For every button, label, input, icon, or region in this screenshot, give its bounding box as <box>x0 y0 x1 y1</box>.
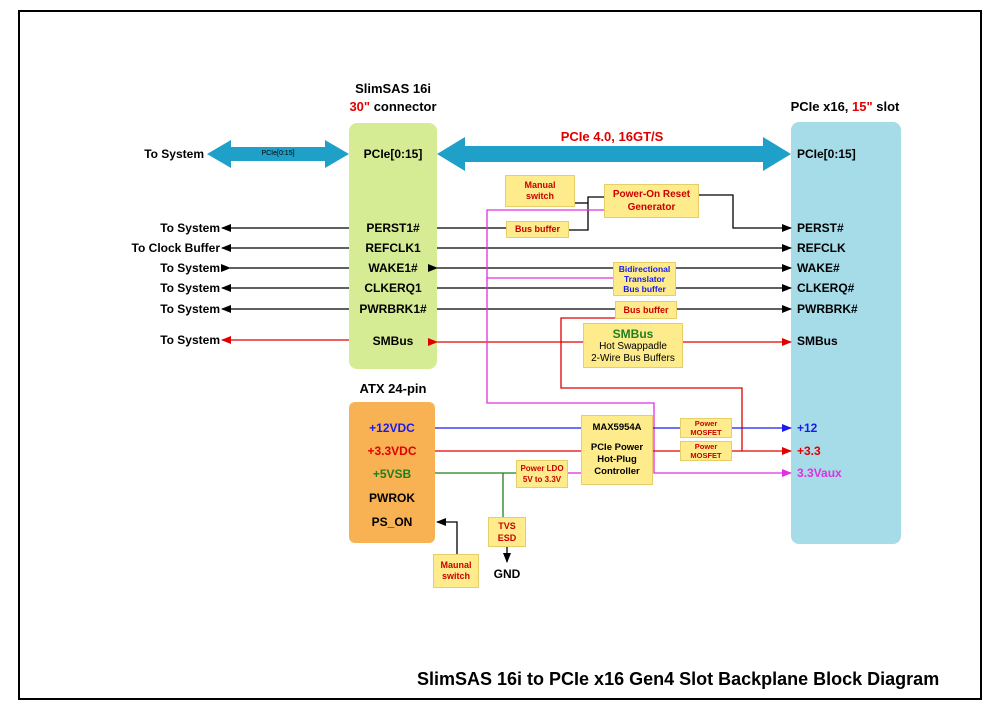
slimsas-subtitle: 30" connector <box>349 100 436 114</box>
left-label-pwrbrk: To System <box>160 302 220 316</box>
pcie-slot-prefix: PCIe x16, <box>790 99 853 114</box>
pcie-link-bus-arrow <box>437 137 791 171</box>
left-label-pcie: To System <box>144 147 204 161</box>
hotplug-line2: PCIe Power <box>590 442 644 453</box>
pcie-slot-size: 15" <box>852 99 873 114</box>
ldo-line2: 5V to 3.3V <box>522 475 562 484</box>
atx-pin-12vdc: +12VDC <box>369 421 415 435</box>
slot-pin-smbus: SMBus <box>797 334 838 348</box>
diagram-title: SlimSAS 16i to PCIe x16 Gen4 Slot Backpl… <box>417 669 940 689</box>
slot-pin-wake: WAKE# <box>797 261 840 275</box>
mosfet2-line2: MOSFET <box>690 451 722 460</box>
hotplug-line3: Hot-Plug <box>597 454 637 465</box>
gnd-label: GND <box>493 567 521 581</box>
slimsas-suffix: connector <box>370 99 437 114</box>
smbus-buffer-title: SMBus <box>612 326 654 341</box>
mosfet1-line2: MOSFET <box>690 428 722 437</box>
bus-buffer-pwrbrk-label: Bus buffer <box>623 304 669 315</box>
left-label-clkreq: To System <box>160 281 220 295</box>
maunal-switch-block: Maunal switch <box>433 554 479 588</box>
smbus-buffer-line1: Hot Swappadle <box>599 340 667 352</box>
atx-pin-5vsb: +5VSB <box>372 467 412 481</box>
slimsas-connector-block <box>349 123 437 369</box>
hotplug-line4: Controller <box>594 466 640 477</box>
slimsas-pin-smbus: SMBus <box>372 334 414 348</box>
atx-title: ATX 24-pin <box>359 381 427 396</box>
translator-line3: Bus buffer <box>623 284 666 294</box>
left-label-wake: To System <box>160 261 220 275</box>
left-label-refclk: To Clock Buffer <box>131 241 220 255</box>
slot-pin-pwrbrk: PWRBRK# <box>797 302 858 316</box>
slimsas-pin-pcie: PCIe[0:15] <box>363 147 423 161</box>
pcie-link-label: PCIe 4.0, 16GT/S <box>560 129 664 144</box>
bus-buffer-perst-block: Bus buffer <box>506 221 569 238</box>
maunal-switch-line1: Maunal <box>440 560 472 570</box>
hotplug-part-number: MAX5954A <box>592 422 642 433</box>
pcie-slot-suffix: slot <box>872 99 900 114</box>
smbus-hot-swap-buffer-block: SMBus Hot Swappadle 2-Wire Bus Buffers <box>583 323 683 368</box>
manual-switch-block: Manual switch <box>505 175 575 207</box>
slot-pin-12v: +12 <box>797 421 818 435</box>
bus-buffer-pwrbrk-block: Bus buffer <box>615 301 677 319</box>
slimsas-pin-clkreq: CLKERQ1 <box>364 281 422 295</box>
power-ldo-block: Power LDO 5V to 3.3V <box>516 460 568 488</box>
slot-pin-perst: PERST# <box>797 221 844 235</box>
left-label-perst: To System <box>160 221 220 235</box>
hot-plug-controller-block: MAX5954A PCIe Power Hot-Plug Controller <box>581 415 653 485</box>
power-mosfet-3v3-block: Power MOSFET <box>680 441 732 461</box>
pcie-slot-title: PCIe x16, 15" slot <box>791 100 900 114</box>
atx-pin-3v3dc: +3.3VDC <box>367 444 417 458</box>
atx-connector-block <box>349 402 435 543</box>
power-on-reset-generator-block: Power-On Reset Generator <box>604 184 699 218</box>
smbus-buffer-line2: 2-Wire Bus Buffers <box>591 352 675 364</box>
slimsas-title: SlimSAS 16i <box>355 81 431 96</box>
bidirectional-translator-block: Bidirectional Translator Bus buffer <box>613 262 676 296</box>
diagram-frame <box>18 10 982 700</box>
slot-pin-clkreq: CLKERQ# <box>797 281 855 295</box>
mosfet1-line1: Power <box>694 419 718 428</box>
tvs-line1: TVS <box>498 521 516 531</box>
slimsas-pin-wake: WAKE1# <box>368 261 418 275</box>
left-label-smbus: To System <box>160 333 220 347</box>
translator-line2: Translator <box>623 274 666 284</box>
maunal-switch-line2: switch <box>441 571 470 581</box>
atx-pin-ps-on: PS_ON <box>371 515 413 529</box>
pcie-slot-block <box>791 122 901 544</box>
system-bus-arrow-label: PCIe[0:15] <box>261 150 295 157</box>
atx-pin-pwrok: PWROK <box>369 491 415 505</box>
slimsas-size: 30" <box>349 99 371 114</box>
slimsas-pin-pwrbrk: PWRBRK1# <box>359 302 427 316</box>
slot-pin-3v3: +3.3 <box>797 444 821 458</box>
por-line1: Power-On Reset <box>612 189 691 200</box>
slimsas-pin-perst: PERST1# <box>366 221 420 235</box>
bus-buffer-perst-label: Bus buffer <box>515 224 560 234</box>
system-pcie-bus-arrow <box>207 140 349 168</box>
translator-line1: Bidirectional <box>618 264 671 274</box>
power-mosfet-12v-block: Power MOSFET <box>680 418 732 438</box>
slimsas-pin-refclk: REFCLK1 <box>365 241 421 255</box>
slot-pin-pcie: PCIe[0:15] <box>797 147 856 161</box>
tvs-esd-block: TVS ESD <box>488 517 526 547</box>
ldo-line1: Power LDO <box>520 464 564 473</box>
tvs-line2: ESD <box>497 533 517 543</box>
manual-switch-line1: Manual <box>524 180 556 190</box>
manual-switch-line2: switch <box>525 191 554 201</box>
slot-pin-refclk: REFCLK <box>797 241 846 255</box>
slot-pin-3v3aux: 3.3Vaux <box>797 466 842 480</box>
mosfet2-line1: Power <box>694 442 718 451</box>
por-line2: Generator <box>627 202 676 213</box>
